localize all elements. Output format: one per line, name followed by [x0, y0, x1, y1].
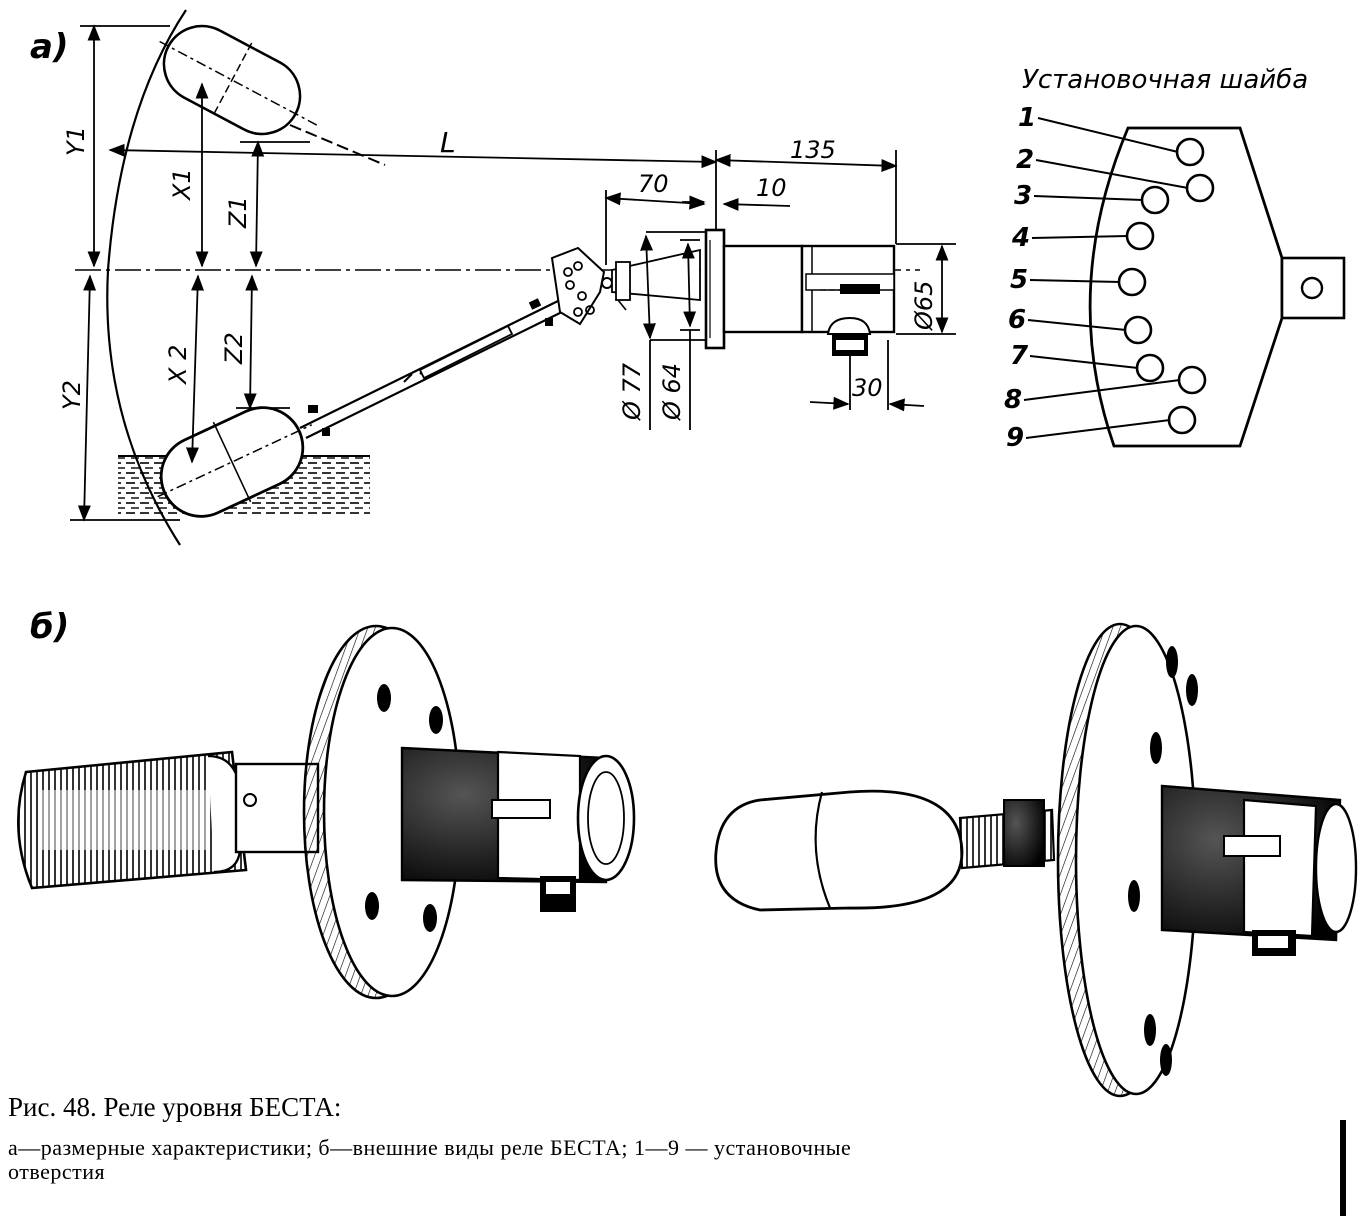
washer-hole-number: 7 [1010, 341, 1029, 371]
scan-edge-mark [1340, 1120, 1346, 1216]
washer-leader-line [1037, 117, 1179, 153]
washer-hole-numbers: 1 2 3 4 5 6 7 8 9 [1004, 103, 1036, 453]
dim-X2: X 2 [164, 345, 192, 386]
relay-right-float [714, 789, 1056, 912]
dim-Y1: Y1 [62, 126, 90, 156]
washer-hole [1125, 221, 1155, 251]
washer-hole-number: 9 [1006, 423, 1024, 453]
washer-hole [1135, 353, 1165, 383]
figure-caption-line-2: отверстия [8, 1159, 106, 1184]
washer-leader-line [1025, 419, 1171, 439]
washer-hole [1123, 315, 1153, 345]
float-rod [299, 298, 567, 439]
washer-title: Установочная шайба [1022, 65, 1308, 95]
dim-Y2: Y2 [58, 380, 86, 410]
washer-hole-number: 5 [1010, 265, 1028, 295]
washer-hole [1167, 405, 1197, 435]
washer-hole-number: 8 [1004, 385, 1022, 415]
dim-phi65: Ø65 [910, 281, 938, 331]
figure-caption-line-1: а—размерные характеристики; б—внешние ви… [8, 1135, 852, 1160]
flange-side [704, 228, 726, 350]
pivot-coupling [611, 248, 701, 311]
washer-leader-line [1031, 235, 1129, 239]
panel-b-label: б) [30, 607, 69, 647]
washer-hole [1175, 137, 1205, 167]
figure-caption-body: а—размерные характеристики; б—внешние ви… [8, 1136, 851, 1184]
panel-a-label: а) [30, 27, 68, 67]
washer-hole [1117, 267, 1147, 297]
washer-leader-line [1023, 379, 1181, 401]
washer-hole-number: 1 [1018, 103, 1036, 133]
dim-70: 70 [638, 170, 669, 198]
panel-b-illustration: б) [16, 607, 1358, 1216]
relay-right-body [1160, 784, 1358, 956]
washer-hole-number: 3 [1014, 181, 1032, 211]
washer-hole-number: 2 [1016, 145, 1034, 175]
washer-hole-number: 4 [1011, 223, 1030, 253]
relay-left-body [400, 746, 636, 912]
dim-Z1: Z1 [224, 196, 252, 229]
dimension-lines [70, 24, 956, 522]
mounting-washer: Установочная шайба 1 2 3 4 5 6 7 8 9 [1004, 65, 1346, 453]
dim-phi64: Ø 64 [658, 363, 686, 421]
dim-phi77: Ø 77 [618, 362, 646, 421]
panel-a-diagram: а) [30, 9, 1346, 546]
relay-right-flange [1056, 622, 1198, 1098]
relay-left-float [16, 750, 320, 890]
dim-135: 135 [790, 136, 836, 164]
dim-30: 30 [852, 374, 883, 402]
washer-leader-line [1035, 159, 1189, 189]
washer-leader-lines [1023, 117, 1189, 439]
washer-hole [1177, 365, 1207, 395]
washer-leader-line [1029, 279, 1121, 283]
washer-leader-line [1033, 195, 1144, 201]
washer-leader-line [1029, 355, 1139, 369]
rod-washer-small [550, 246, 613, 326]
dim-10: 10 [756, 174, 787, 202]
washer-leader-line [1027, 319, 1127, 331]
figure-caption-title: Рис. 48. Реле уровня БЕСТА: [8, 1092, 342, 1122]
dim-L: L [440, 126, 456, 159]
float-upper-position [159, 24, 319, 136]
relay-left-flange [302, 624, 462, 1000]
relay-body [722, 244, 896, 356]
washer-hole [1140, 185, 1170, 215]
washer-hole [1185, 173, 1215, 203]
dim-X1: X1 [168, 168, 196, 202]
dim-Z2: Z2 [220, 332, 248, 365]
washer-hole-number: 6 [1008, 305, 1026, 335]
